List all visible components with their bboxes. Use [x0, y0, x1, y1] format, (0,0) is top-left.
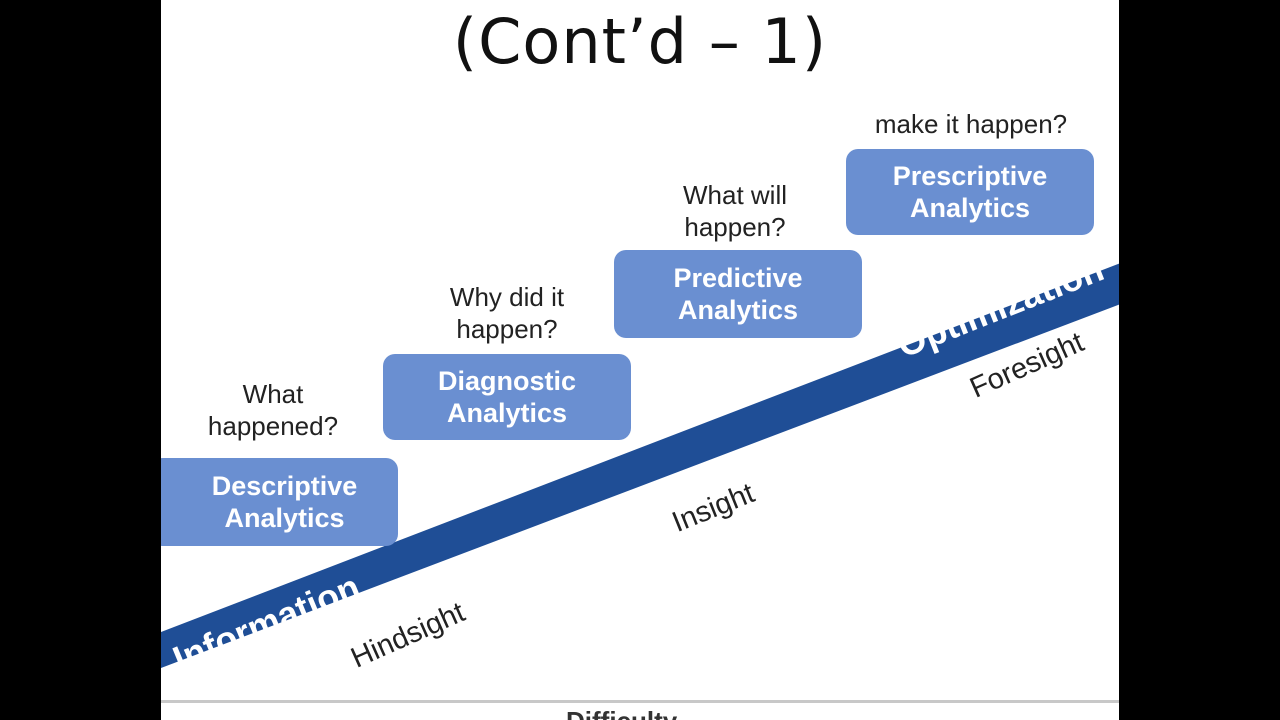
- bottom-axis-label: Difficulty: [566, 706, 677, 720]
- box-label: Descriptive Analytics: [211, 471, 358, 533]
- box-label: Diagnostic Analytics: [437, 366, 577, 428]
- question-make-it-happen: make it happen?: [874, 109, 1068, 139]
- question-what-will-happen: What will happen?: [682, 180, 787, 242]
- slide-title: (Cont’d – 1): [452, 5, 828, 78]
- question-what-happened: What happened?: [207, 379, 339, 441]
- box-descriptive-analytics: Descriptive Analytics: [161, 458, 398, 546]
- box-predictive-analytics: Predictive Analytics: [614, 250, 862, 338]
- optimization-band: [161, 263, 1119, 668]
- box-prescriptive-analytics: Prescriptive Analytics: [846, 149, 1094, 235]
- box-label: Predictive Analytics: [673, 263, 803, 325]
- box-diagnostic-analytics: Diagnostic Analytics: [383, 354, 631, 440]
- slide-canvas: (Cont’d – 1) Information Optimization Wh…: [161, 0, 1119, 720]
- question-why-did-it-happen: Why did it happen?: [449, 282, 565, 344]
- bottom-divider: [161, 700, 1119, 703]
- box-label: Prescriptive Analytics: [892, 161, 1048, 223]
